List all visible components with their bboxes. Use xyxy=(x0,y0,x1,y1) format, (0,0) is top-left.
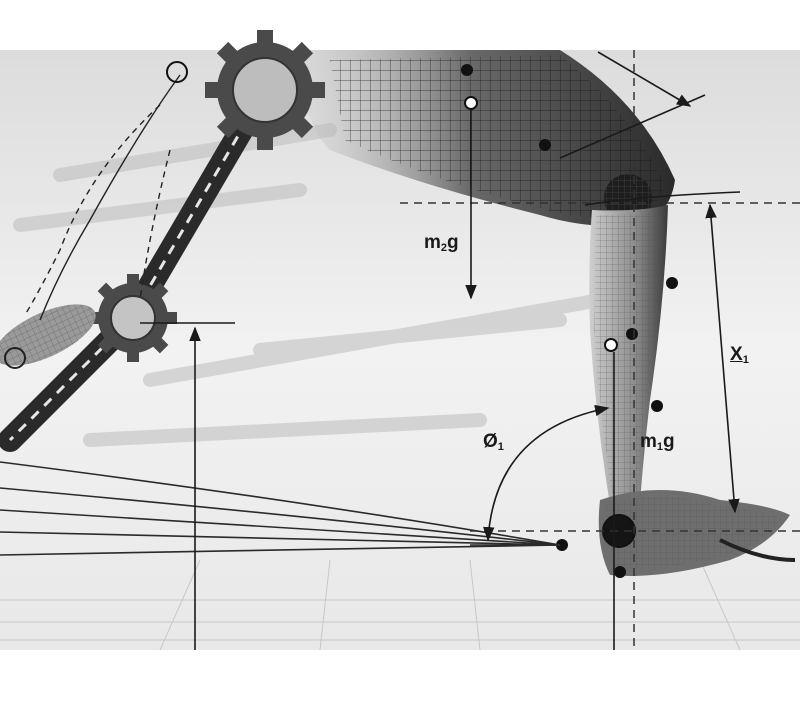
actuator-mesh xyxy=(0,304,96,369)
m1g-label: m1g xyxy=(640,431,675,453)
marker-dots xyxy=(461,64,678,578)
motion-streaks xyxy=(13,123,607,447)
floor-grid xyxy=(0,559,800,651)
cable-anchor-circle xyxy=(166,61,188,83)
phi1-label: Ø1 xyxy=(483,431,504,453)
thigh-mesh xyxy=(300,50,675,227)
m2g-label: m2g xyxy=(424,232,459,254)
x1-label: X1 xyxy=(730,344,749,366)
ankle-joint xyxy=(603,515,635,547)
tangent-lines xyxy=(559,51,741,206)
com-markers xyxy=(464,96,618,352)
knee-gear xyxy=(89,274,177,362)
hip-height-arrow xyxy=(140,322,235,650)
phi1-angle-arc xyxy=(483,404,610,542)
x1-dimension-arrow xyxy=(705,203,740,514)
hip-gear xyxy=(205,30,325,150)
foot-mesh xyxy=(598,490,796,576)
guide-curves xyxy=(24,74,181,321)
